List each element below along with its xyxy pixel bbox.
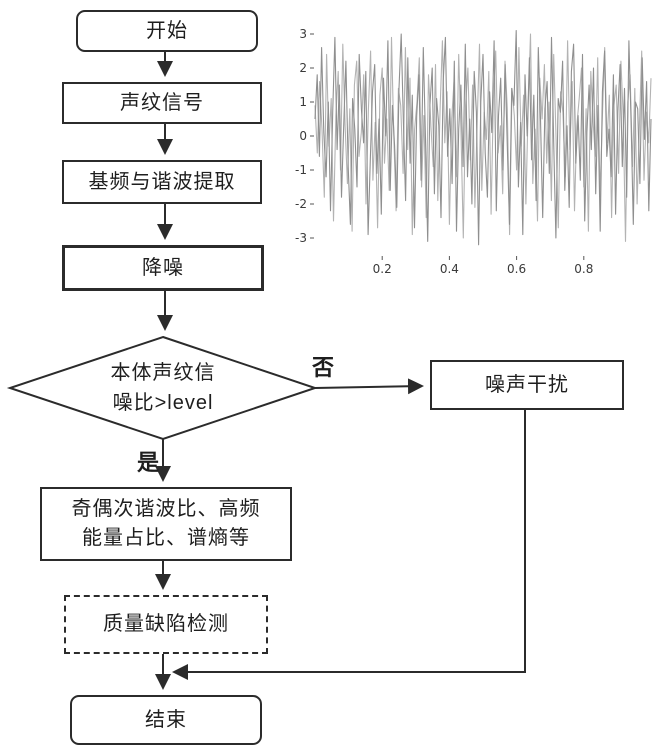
node-denoise-label: 降噪 (142, 256, 184, 279)
y-tick-label: -2 (295, 197, 307, 211)
signal-chart: 3 2 1 0 -1 -2 -3 0.2 0.4 0.6 0.8 (285, 5, 660, 290)
node-voiceprint-signal: 声纹信号 (62, 82, 262, 124)
node-extract-label: 基频与谐波提取 (88, 170, 236, 193)
y-tick-label: 2 (299, 61, 307, 75)
noise-signal-dark (314, 30, 652, 246)
decision-text-line2: 噪比>level (112, 392, 214, 414)
x-tick-label: 0.2 (373, 262, 392, 276)
node-end: 结束 (70, 695, 262, 745)
node-features-line2: 能量占比、谱熵等 (82, 527, 250, 549)
node-end-label: 结束 (145, 708, 187, 731)
return-line-noise-to-end (172, 406, 526, 680)
signal-chart-svg: 3 2 1 0 -1 -2 -3 0.2 0.4 0.6 0.8 (295, 27, 652, 276)
y-tick-label: -1 (295, 163, 307, 177)
node-voiceprint-signal-label: 声纹信号 (120, 91, 204, 114)
x-tick-label: 0.8 (574, 262, 593, 276)
x-tick-label: 0.6 (507, 262, 526, 276)
decision-text: 本体声纹信 噪比>level (58, 358, 268, 418)
y-tick-label: 0 (299, 129, 307, 143)
node-denoise: 降噪 (62, 245, 264, 291)
node-start: 开始 (76, 10, 258, 52)
branch-label-yes: 是 (137, 450, 161, 475)
y-tick-label: -3 (295, 231, 307, 245)
node-noise-interference: 噪声干扰 (430, 360, 624, 410)
node-fundamental-harmonic-extraction: 基频与谐波提取 (62, 160, 262, 204)
node-features-line1: 奇偶次谐波比、高频 (71, 498, 261, 520)
x-tick-label: 0.4 (440, 262, 459, 276)
arrow-no-branch (314, 378, 424, 395)
node-noise-interference-label: 噪声干扰 (485, 373, 569, 396)
decision-text-line1: 本体声纹信 (110, 362, 216, 384)
node-start-label: 开始 (146, 19, 188, 42)
node-quality-defect-detection: 质量缺陷检测 (64, 595, 268, 654)
branch-label-no: 否 (312, 355, 336, 380)
y-tick-label: 1 (299, 95, 307, 109)
node-defect-label: 质量缺陷检测 (103, 613, 229, 635)
node-feature-extraction: 奇偶次谐波比、高频 能量占比、谱熵等 (40, 487, 292, 561)
y-tick-label: 3 (299, 27, 307, 41)
